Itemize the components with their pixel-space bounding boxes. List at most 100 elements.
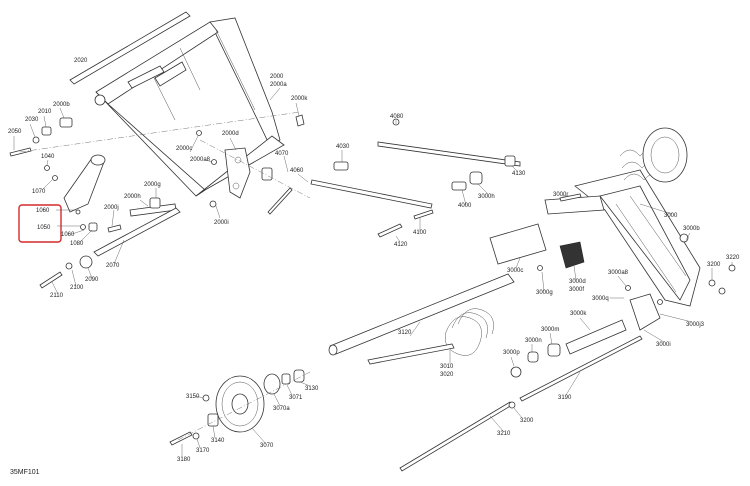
washer-3200b (718, 287, 726, 295)
label-1080: 1080 (70, 241, 84, 247)
label-3000f: 3000f (569, 287, 584, 293)
label-4100: 4100 (413, 230, 427, 236)
label-3150: 3150 (186, 394, 200, 400)
label-3071: 3071 (289, 395, 303, 401)
label-3000a8: 3000a8 (608, 270, 629, 276)
washer-2000a8 (211, 159, 217, 165)
cap-3000p (510, 366, 522, 378)
washer-3200 (708, 279, 716, 287)
nut-3150 (202, 394, 210, 402)
bolt-1070 (52, 175, 58, 181)
leader-lines (13, 87, 733, 457)
label-2100: 2100 (70, 285, 84, 291)
label-3000p: 3000p (503, 350, 520, 356)
label-3000c: 3000c (507, 268, 523, 274)
label-2030: 2030 (25, 117, 39, 123)
bushing-3140 (207, 413, 219, 427)
bolt-3000r (559, 193, 582, 202)
part-labels: 2020 2000 2000a 2000k 2000b 2010 2030 20… (8, 58, 740, 463)
label-2020: 2020 (74, 58, 88, 64)
label-3000k: 3000k (570, 311, 587, 317)
spacer-3130 (293, 369, 305, 383)
label-3170: 3170 (196, 448, 210, 454)
axle-3120 (329, 273, 515, 355)
washer-3000q (657, 299, 663, 305)
label-2050: 2050 (8, 129, 22, 135)
label-1070: 1070 (32, 189, 46, 195)
bushing-2000b (59, 117, 73, 128)
bushing-1080 (88, 222, 98, 232)
torsion-spring-3010 (367, 308, 494, 365)
label-1040: 1040 (41, 154, 55, 160)
label-2000k: 2000k (291, 96, 308, 102)
highlight-box (18, 204, 62, 243)
label-3000r: 3000r (553, 192, 568, 198)
washer-1060b (80, 224, 86, 230)
rod-3000k (565, 319, 627, 355)
label-2090: 2090 (85, 277, 99, 283)
label-3180: 3180 (177, 457, 191, 463)
label-3010: 3010 (440, 364, 454, 370)
label-3000n: 3000n (525, 338, 542, 344)
bracket-3000j3 (629, 293, 661, 331)
bolt-2110 (39, 271, 63, 289)
label-3000g: 3000g (536, 290, 553, 296)
label-3000j3: 3000j3 (686, 322, 705, 328)
idler-wheel-top (642, 127, 688, 183)
bolt-2000k (295, 114, 305, 127)
label-3000d: 3000d (569, 279, 586, 285)
label-2000a: 2000a (270, 82, 287, 88)
label-2000a8: 2000a8 (190, 157, 211, 163)
spacer-4000 (451, 181, 467, 191)
rod-4100 (413, 209, 434, 220)
label-3210: 3210 (497, 431, 511, 437)
label-3020: 3020 (440, 372, 454, 378)
label-3000: 3000 (664, 213, 678, 219)
label-3200b: 3200 (520, 418, 534, 424)
label-3220: 3220 (726, 255, 740, 261)
wheel-3070 (215, 375, 265, 433)
bracket-2000d (224, 147, 251, 199)
label-4070: 4070 (275, 151, 289, 157)
bushing-4130 (504, 155, 516, 167)
spacer-3071 (281, 373, 291, 385)
label-4060: 4060 (290, 168, 304, 174)
washer-3000a8 (625, 285, 631, 291)
washer-1060 (75, 209, 81, 215)
pin-2000j (107, 224, 122, 233)
label-3000b: 3000b (683, 226, 700, 232)
bushing-3000h (469, 171, 483, 185)
washer-2030 (32, 136, 40, 144)
rear-frame-3000 (544, 169, 701, 307)
label-3000i: 3000i (656, 342, 671, 348)
rod-3210 (399, 401, 513, 472)
label-2000g: 2000g (144, 182, 161, 188)
cap-2090 (79, 255, 93, 269)
label-4130: 4130 (512, 171, 526, 177)
label-2070: 2070 (106, 263, 120, 269)
label-2000d: 2000d (222, 131, 239, 137)
rod-3190 (519, 335, 643, 402)
washer-2100 (65, 262, 73, 270)
label-2000c: 2000c (176, 146, 192, 152)
nut-2000c (196, 130, 202, 136)
label-3190: 3190 (558, 395, 572, 401)
washer-3200-bottom (508, 401, 516, 409)
front-arm-2000 (94, 17, 285, 197)
label-4000: 4000 (458, 203, 472, 209)
label-1060b: 1060 (61, 232, 75, 238)
label-2110: 2110 (50, 293, 64, 299)
label-3000m: 3000m (541, 327, 559, 333)
label-1050: 1050 (37, 225, 51, 231)
bushing-3000b (679, 233, 689, 243)
rod-2070 (93, 207, 181, 257)
label-2000b: 2000b (53, 102, 70, 108)
nut-1040 (44, 165, 50, 171)
sleeve-4030 (333, 161, 349, 171)
rod-2020 (69, 11, 191, 85)
bushing-3000m (547, 343, 561, 357)
rod-4000-lower (310, 179, 433, 209)
label-4120: 4120 (394, 242, 408, 248)
